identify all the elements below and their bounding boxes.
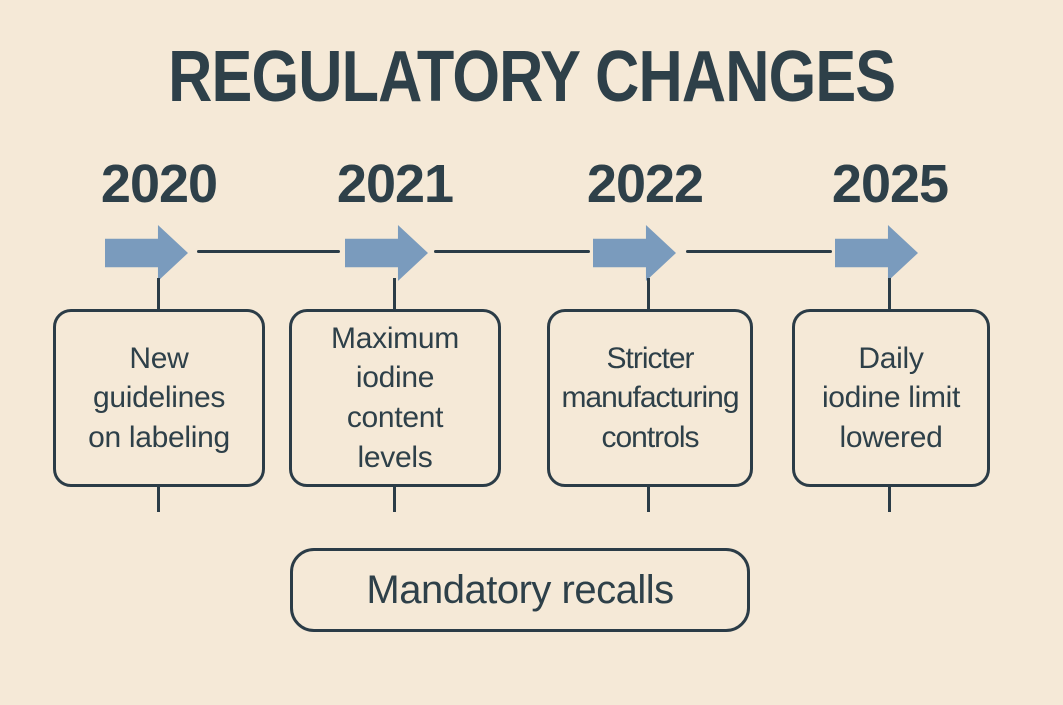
connector-line bbox=[888, 278, 891, 310]
right-arrow-icon bbox=[345, 225, 428, 281]
year-label-2022: 2022 bbox=[586, 154, 704, 214]
milestone-box-label: Stricter manufacturing controls bbox=[561, 341, 739, 454]
connector-stub-line bbox=[157, 487, 160, 512]
milestone-box-2020: New guidelines on labeling bbox=[53, 309, 265, 487]
right-arrow-icon bbox=[105, 225, 188, 281]
page-title-text: REGULATORY CHANGES bbox=[167, 37, 896, 117]
page-title: REGULATORY CHANGES bbox=[0, 36, 1063, 118]
timeline-segment bbox=[686, 250, 832, 253]
connector-stub-line bbox=[888, 487, 891, 512]
mandatory-recalls-label: Mandatory recalls bbox=[366, 567, 674, 612]
right-arrow-icon bbox=[593, 225, 676, 281]
connector-line bbox=[393, 278, 396, 310]
milestone-box-label: Maximum iodine content levels bbox=[331, 321, 459, 474]
year-label-2021: 2021 bbox=[336, 154, 454, 214]
milestone-box-2025: Daily iodine limit lowered bbox=[792, 309, 990, 487]
connector-line bbox=[647, 278, 650, 310]
connector-stub-line bbox=[647, 487, 650, 512]
connector-stub-line bbox=[393, 487, 396, 512]
mandatory-recalls-box: Mandatory recalls bbox=[290, 548, 750, 632]
milestone-box-label: New guidelines on labeling bbox=[88, 341, 230, 454]
timeline-segment bbox=[197, 250, 340, 253]
milestone-box-label: Daily iodine limit lowered bbox=[821, 341, 961, 454]
timeline-segment bbox=[434, 250, 590, 253]
milestone-box-2021: Maximum iodine content levels bbox=[289, 309, 501, 487]
year-label-2025: 2025 bbox=[831, 154, 949, 214]
right-arrow-icon bbox=[835, 225, 918, 281]
milestone-box-2022: Stricter manufacturing controls bbox=[547, 309, 753, 487]
year-label-2020: 2020 bbox=[100, 154, 218, 214]
connector-line bbox=[157, 278, 160, 310]
